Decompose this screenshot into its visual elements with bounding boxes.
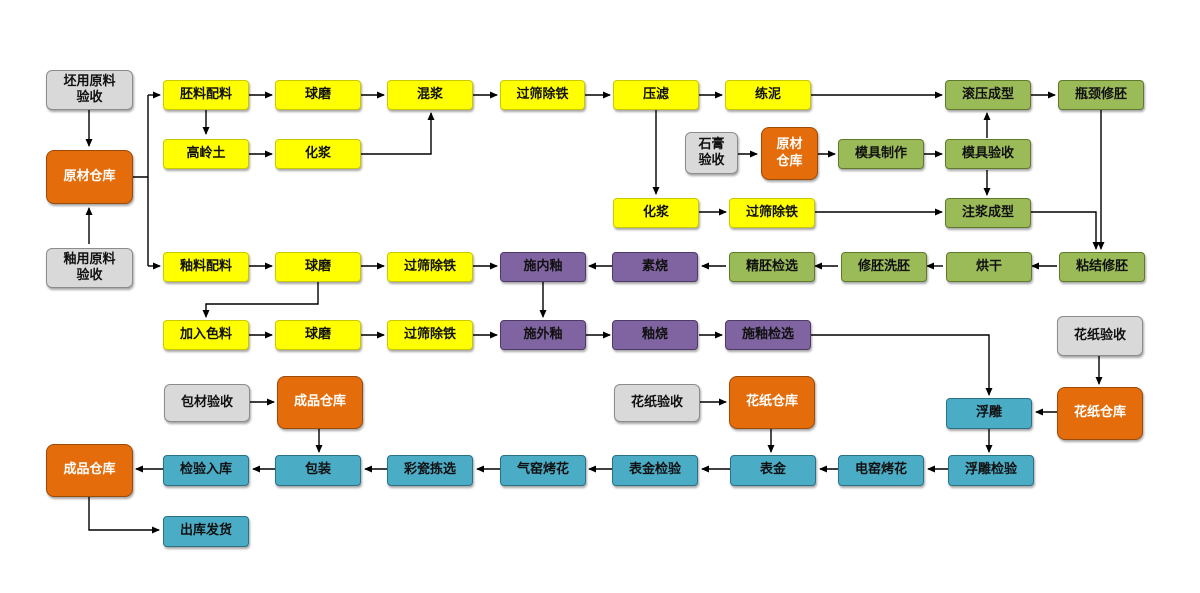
raw-material-warehouse: 原材仓库 [46,150,133,204]
bond-trimming: 粘结修胚 [1059,252,1145,282]
ball-mill-1: 球磨 [275,80,361,110]
glaze-batching: 釉料配料 [163,252,249,282]
relief-carving: 浮雕 [946,398,1032,429]
sieve-iron-removal-2: 过筛除铁 [729,198,815,228]
inspection-storage: 检验入库 [163,455,249,486]
decal-paper-warehouse-2: 花纸仓库 [1057,387,1143,440]
slurry-1: 化浆 [275,139,361,169]
decal-paper-warehouse-1: 花纸仓库 [729,376,815,429]
ball-mill-2: 球磨 [275,252,361,282]
outbound-shipping: 出库发货 [163,516,249,547]
relief-inspection: 浮雕检验 [948,455,1034,486]
decal-paper-check-2: 花纸验收 [614,384,700,422]
line-warehouse-branch [133,95,149,266]
trim-wash-body: 修胚洗胚 [841,252,927,282]
packing-material-check: 包材验收 [164,384,250,422]
ball-mill-3: 球磨 [275,320,361,350]
arrow-slurry-to-mix [361,112,435,155]
arrow-glazecheck-to-relief [811,334,993,396]
gas-kiln-decal-firing: 气窑烤花 [500,455,586,486]
electric-kiln-decal-firing: 电窑烤花 [838,455,924,486]
decal-paper-check-1: 花纸验收 [1057,316,1143,356]
arrow-mill-to-pigment [202,282,319,318]
mix-slurry: 混浆 [387,80,473,110]
roll-forming: 滚压成型 [945,80,1031,110]
sieve-iron-removal-4: 过筛除铁 [387,320,473,350]
slip-casting: 注浆成型 [945,198,1031,228]
drying: 烘干 [946,252,1032,282]
raw-body-material-check: 坯用原料 验收 [46,70,133,110]
glaze-firing: 釉烧 [612,320,698,350]
press-filter: 压滤 [613,80,699,110]
arrow-casting-to-bond [1031,211,1100,250]
packing: 包装 [275,455,361,486]
pug-mill: 练泥 [725,80,811,110]
add-pigment: 加入色料 [163,320,249,350]
gypsum-check: 石膏 验收 [685,132,738,174]
color-porcelain-sorting: 彩瓷拣选 [387,455,473,486]
outer-glaze: 施外釉 [500,320,586,350]
glaze-raw-material-check: 釉用原料 验收 [46,248,133,288]
bisque-firing: 素烧 [612,252,698,282]
slurry-2: 化浆 [613,198,699,228]
sieve-iron-removal-3: 过筛除铁 [387,252,473,282]
fine-body-selection: 精胚检选 [729,252,815,282]
mold-making: 模具制作 [838,139,924,169]
glaze-check-selection: 施釉检选 [725,320,811,350]
sieve-iron-removal-1: 过筛除铁 [500,80,585,110]
mold-check: 模具验收 [945,139,1031,169]
kaolin: 高岭土 [163,139,249,169]
gilding: 表金 [730,455,816,486]
gilding-inspection: 表金检验 [612,455,698,486]
raw-material-warehouse-2: 原材 仓库 [761,127,818,180]
finished-goods-warehouse-2: 成品仓库 [46,444,133,497]
body-batching: 胚料配料 [163,80,249,110]
arrow-warehouse-to-shipping [88,497,160,534]
bottle-neck-trimming: 瓶颈修胚 [1058,80,1144,110]
finished-goods-warehouse-1: 成品仓库 [277,376,363,429]
inner-glaze: 施内釉 [500,252,586,282]
